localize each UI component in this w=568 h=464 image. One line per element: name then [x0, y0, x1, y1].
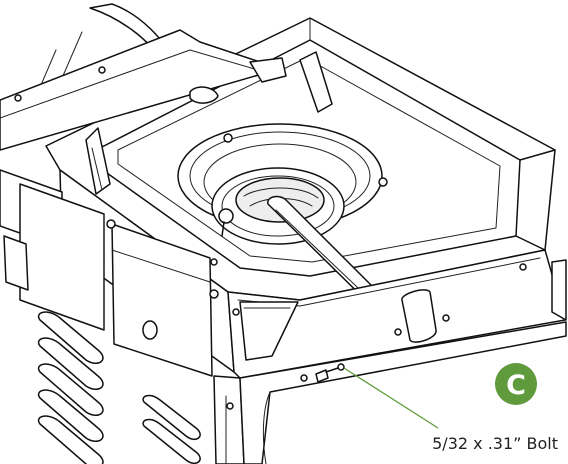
callout-leader-line	[343, 367, 439, 429]
callout-badge: C	[495, 363, 537, 405]
vent-louvers	[37, 311, 201, 464]
bolt-label: 5/32 x .31” Bolt	[432, 434, 558, 453]
left-bracket	[85, 127, 111, 195]
side-body	[0, 169, 219, 377]
bolt-hardware	[300, 363, 345, 383]
top-beam	[0, 29, 287, 151]
lower-frame	[213, 321, 567, 464]
callout-badge-letter: C	[506, 370, 526, 401]
